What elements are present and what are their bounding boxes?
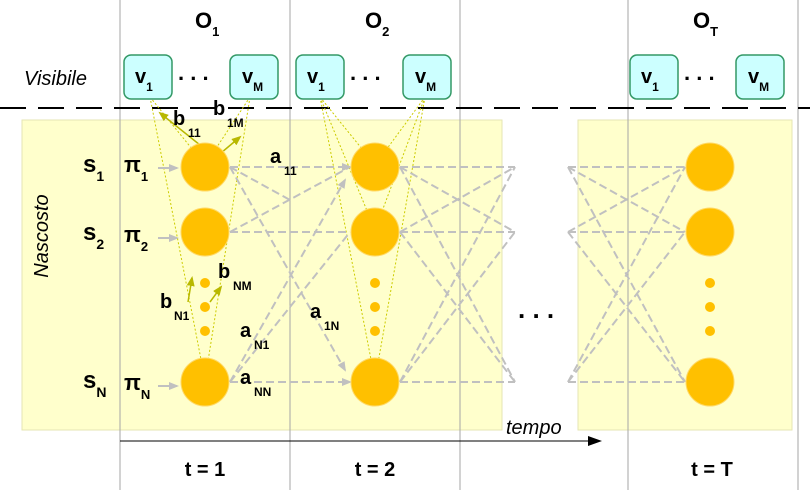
- state-label: s1: [83, 151, 104, 184]
- transition-label: aNN: [240, 367, 271, 399]
- symbol-box: [402, 54, 452, 100]
- initial-prob-label: π1: [124, 152, 148, 184]
- symbol-box: [295, 54, 345, 100]
- symbol-label: v1: [135, 66, 153, 94]
- hidden-states: [180, 142, 735, 407]
- symbol-ellipsis: . . .: [684, 60, 715, 85]
- symbol-box: [629, 54, 679, 100]
- transition-label: a1N: [310, 301, 339, 333]
- transition-label: a11: [270, 146, 297, 178]
- state-node: [180, 142, 230, 192]
- symbol-label: vM: [242, 66, 263, 94]
- time-ellipsis: . . .: [518, 294, 554, 324]
- state-node: [350, 142, 400, 192]
- time-axis-label: tempo: [506, 417, 562, 439]
- state-node: [685, 142, 735, 192]
- time-step-label: t = T: [691, 459, 733, 481]
- symbol-box: [123, 54, 173, 100]
- symbol-label: v1: [307, 66, 325, 94]
- state-node: [180, 207, 230, 257]
- symbol-label: vM: [748, 66, 769, 94]
- visible-label: Visibile: [24, 68, 87, 90]
- state-label: s2: [83, 219, 104, 252]
- symbol-label: vM: [415, 66, 436, 94]
- observation-header: O1: [195, 8, 219, 39]
- transition-label: aN1: [240, 320, 270, 352]
- state-node: [685, 207, 735, 257]
- transition-arrows: [229, 163, 686, 386]
- column-dividers: [119, 0, 799, 490]
- emission-label: b11: [173, 108, 201, 140]
- emission-label: bN1: [160, 291, 190, 323]
- observation-header: OT: [693, 8, 718, 39]
- state-node: [685, 357, 735, 407]
- state-node: [350, 357, 400, 407]
- state-node: [180, 357, 230, 407]
- symbol-box: [229, 54, 279, 100]
- symbol-box: [735, 54, 785, 100]
- symbol-ellipsis: . . .: [178, 60, 209, 85]
- initial-prob-label: π2: [124, 222, 148, 254]
- state-label: sN: [83, 367, 106, 400]
- hidden-label: Nascosto: [31, 194, 53, 277]
- initial-prob-arrows: [158, 164, 179, 390]
- hidden-region-left: [21, 119, 503, 431]
- initial-prob-label: πN: [124, 370, 150, 402]
- time-step-label: t = 1: [185, 459, 226, 481]
- state-node: [350, 207, 400, 257]
- symbol-ellipsis: . . .: [350, 60, 381, 85]
- state-ellipsis-dots: [200, 278, 715, 336]
- emission-label: bNM: [218, 261, 252, 293]
- time-step-label: t = 2: [355, 459, 396, 481]
- observation-header: O2: [365, 8, 389, 39]
- hidden-region-right: [577, 119, 793, 431]
- emission-label: b1M: [213, 98, 244, 130]
- symbol-label: v1: [641, 66, 659, 94]
- symbol-boxes: [123, 54, 785, 100]
